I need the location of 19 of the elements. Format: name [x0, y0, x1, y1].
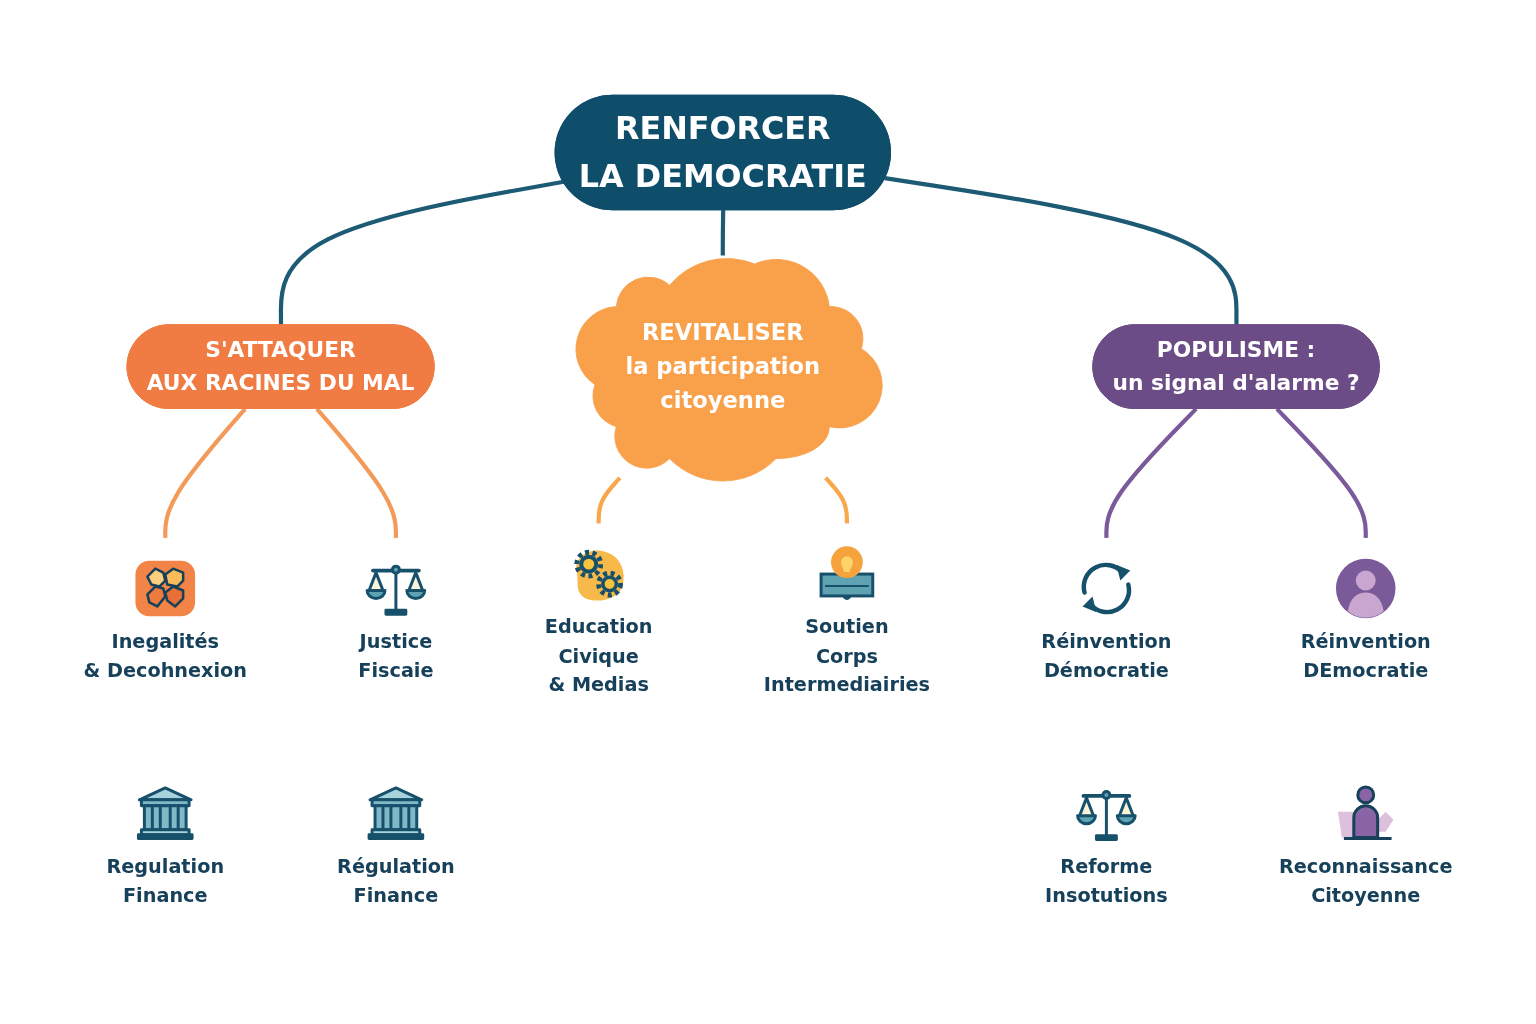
node-text: Réinvention Démocratie	[1041, 630, 1172, 681]
node-text: Réinvention DEmocratie	[1300, 630, 1431, 681]
connector	[163, 407, 247, 539]
connector	[720, 209, 726, 256]
connector	[1275, 407, 1368, 539]
node-text: Reforme Insotutions	[1045, 855, 1168, 907]
connector	[884, 176, 1239, 326]
node-text: Soutien Corps Intermediairies	[763, 615, 931, 696]
connector	[315, 407, 398, 539]
node-text: Régulation Finance	[337, 855, 455, 907]
node-text: Justice Fiscaie	[358, 630, 434, 681]
node-text: Inegalités & Decohnexion	[83, 630, 248, 681]
node-text: Education Civique & Medias	[544, 615, 653, 696]
node-text: Reconnaissance Citoyenne	[1278, 855, 1453, 907]
connector	[1104, 407, 1198, 539]
connector	[596, 476, 622, 524]
node-text: Regulation Finance	[106, 855, 225, 907]
connector	[824, 476, 849, 524]
connector	[278, 179, 565, 326]
